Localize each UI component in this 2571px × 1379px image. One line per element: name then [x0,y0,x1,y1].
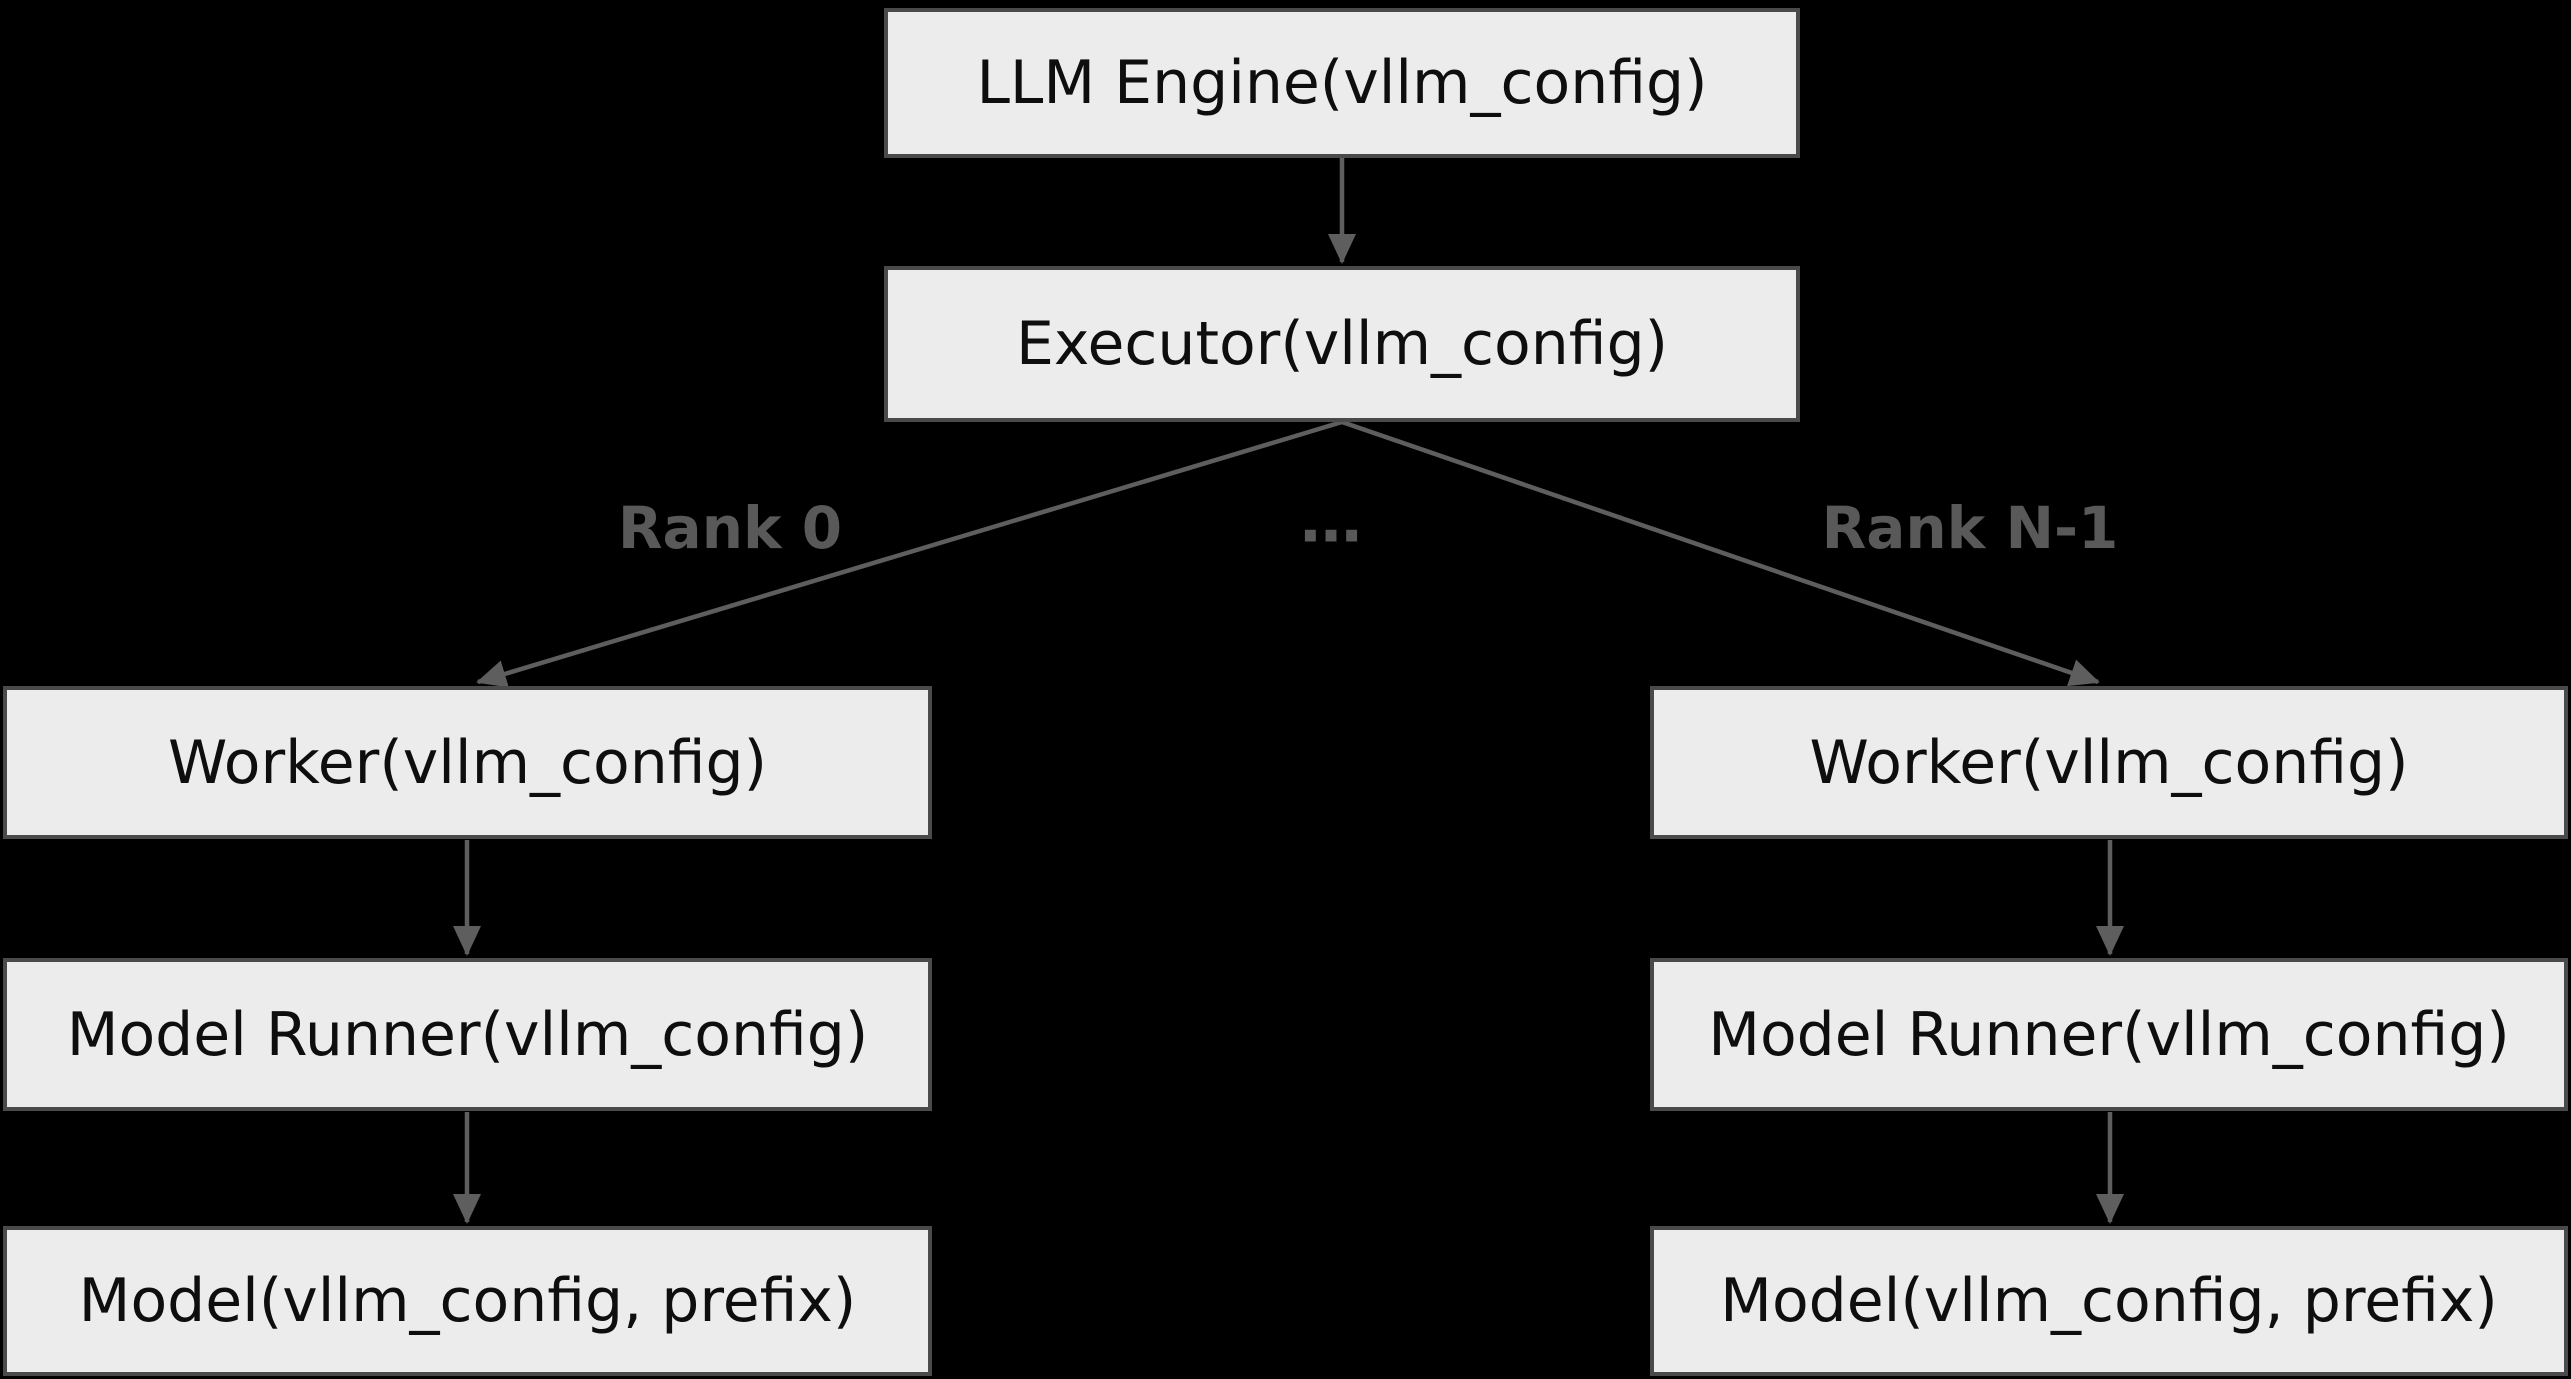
node-worker-rank-n-1: Worker(vllm_config) [1650,686,2568,839]
edge-label-rank-0: Rank 0 [617,494,843,562]
edge-label-ellipsis: … [1300,483,1362,557]
node-model-runner-rank-0: Model Runner(vllm_config) [3,958,932,1111]
arrow-executor-to-worker-0 [476,419,1343,688]
node-llm-engine: LLM Engine(vllm_config) [884,8,1800,158]
node-model-rank-n-1: Model(vllm_config, prefix) [1650,1226,2568,1376]
node-executor: Executor(vllm_config) [884,266,1800,422]
node-model-rank-0: Model(vllm_config, prefix) [3,1226,932,1376]
node-model-runner-rank-n-1: Model Runner(vllm_config) [1650,958,2568,1111]
edge-label-rank-n-1: Rank N-1 [1821,494,2119,562]
node-worker-rank-0: Worker(vllm_config) [3,686,932,839]
